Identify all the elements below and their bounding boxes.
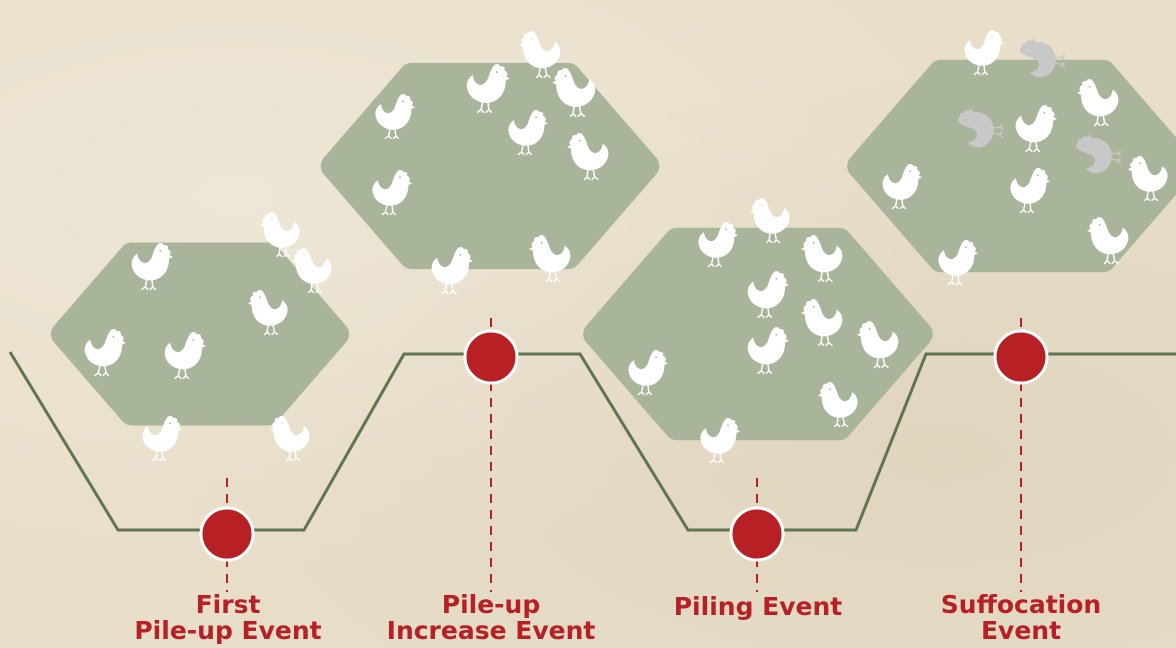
event-marker-suffocation (993, 329, 1049, 385)
stage-hexagon-piling (583, 197, 933, 464)
event-label-line2: Pile-up Event (134, 616, 322, 645)
event-marker-first-pile-up (199, 506, 255, 562)
event-label-line1: First (195, 590, 261, 619)
timeline-path (8, 351, 1176, 532)
event-marker-pile-up-increase (463, 329, 519, 385)
chicken-icon (270, 415, 310, 462)
event-label-first-pile-up: First Pile-up Event (128, 592, 328, 644)
event-label-pile-up-increase: Pile-up Increase Event (386, 592, 596, 644)
event-marker-piling (729, 506, 785, 562)
event-label-piling: Piling Event (648, 594, 868, 620)
event-label-line1: Pile-up (441, 590, 541, 619)
stage-hexagon-suffocation (847, 29, 1176, 286)
event-label-suffocation: Suffocation Event (930, 592, 1112, 644)
event-label-line2: Event (980, 616, 1062, 645)
event-label-line1: Suffocation (940, 590, 1102, 619)
event-label-line2: Increase Event (386, 616, 596, 645)
stage-hexagon-first-pile-up (50, 211, 350, 462)
stage-hexagon-pile-up-increase (320, 30, 660, 295)
event-label-line1: Piling Event (673, 592, 843, 621)
